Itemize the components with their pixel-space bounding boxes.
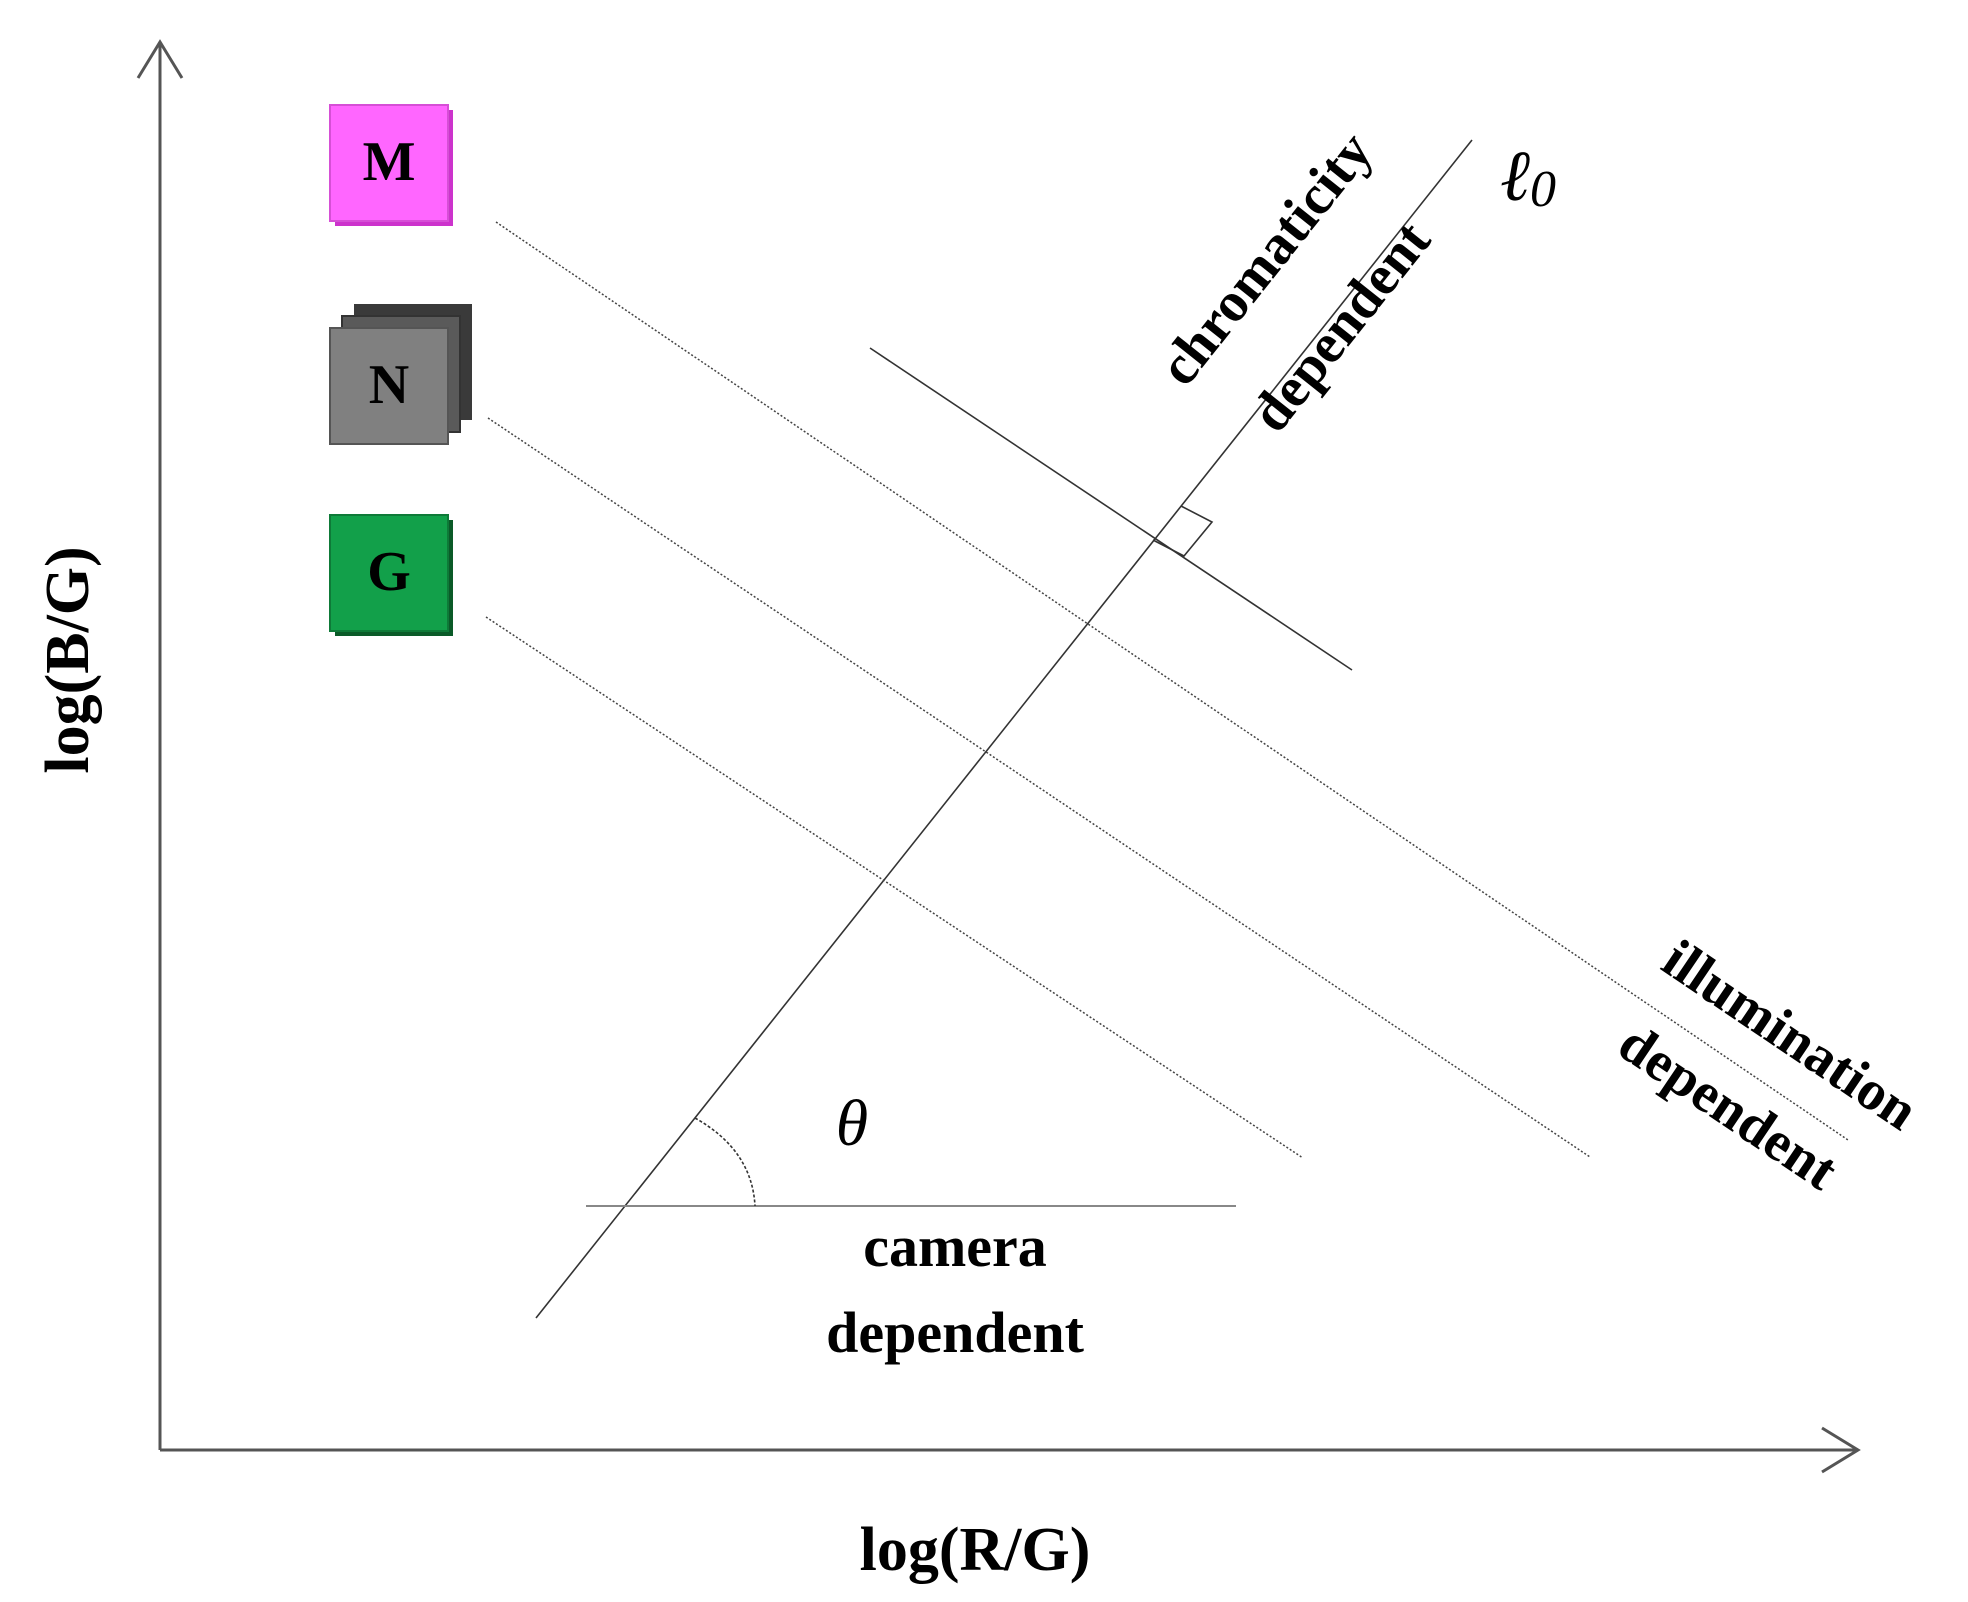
- projection-line-solid: [869, 347, 1353, 671]
- patch-neutral-face: [329, 327, 449, 445]
- illumination-line-neutral: [487, 417, 1591, 1158]
- illumination-line-magenta: [495, 221, 1849, 1141]
- axes: [136, 39, 1861, 1474]
- y-axis-label: log(B/G): [34, 546, 102, 773]
- patch-green-letter: G: [367, 541, 411, 603]
- patch-magenta: M: [329, 104, 453, 226]
- patch-green: G: [329, 514, 453, 636]
- patch-magenta-letter: M: [363, 131, 416, 193]
- camera-label-line1: camera: [863, 1214, 1047, 1279]
- illumination-lines: [485, 221, 1849, 1159]
- y-axis-arrowhead: [136, 39, 184, 79]
- theta-symbol: θ: [836, 1087, 868, 1160]
- patch-green-face: [329, 514, 449, 632]
- camera-label-line2: dependent: [826, 1300, 1085, 1365]
- patch-neutral: N: [329, 304, 472, 445]
- patch-magenta-face: [329, 104, 449, 222]
- illumination-line-green: [485, 616, 1304, 1159]
- l0-symbol: ℓ0: [1500, 136, 1556, 218]
- x-axis-label: log(R/G): [860, 1516, 1091, 1584]
- x-axis-arrowhead: [1821, 1426, 1861, 1474]
- invariant-line-l0: [535, 139, 1473, 1319]
- patch-neutral-letter: N: [369, 354, 409, 416]
- theta-angle-arc: [694, 1117, 756, 1207]
